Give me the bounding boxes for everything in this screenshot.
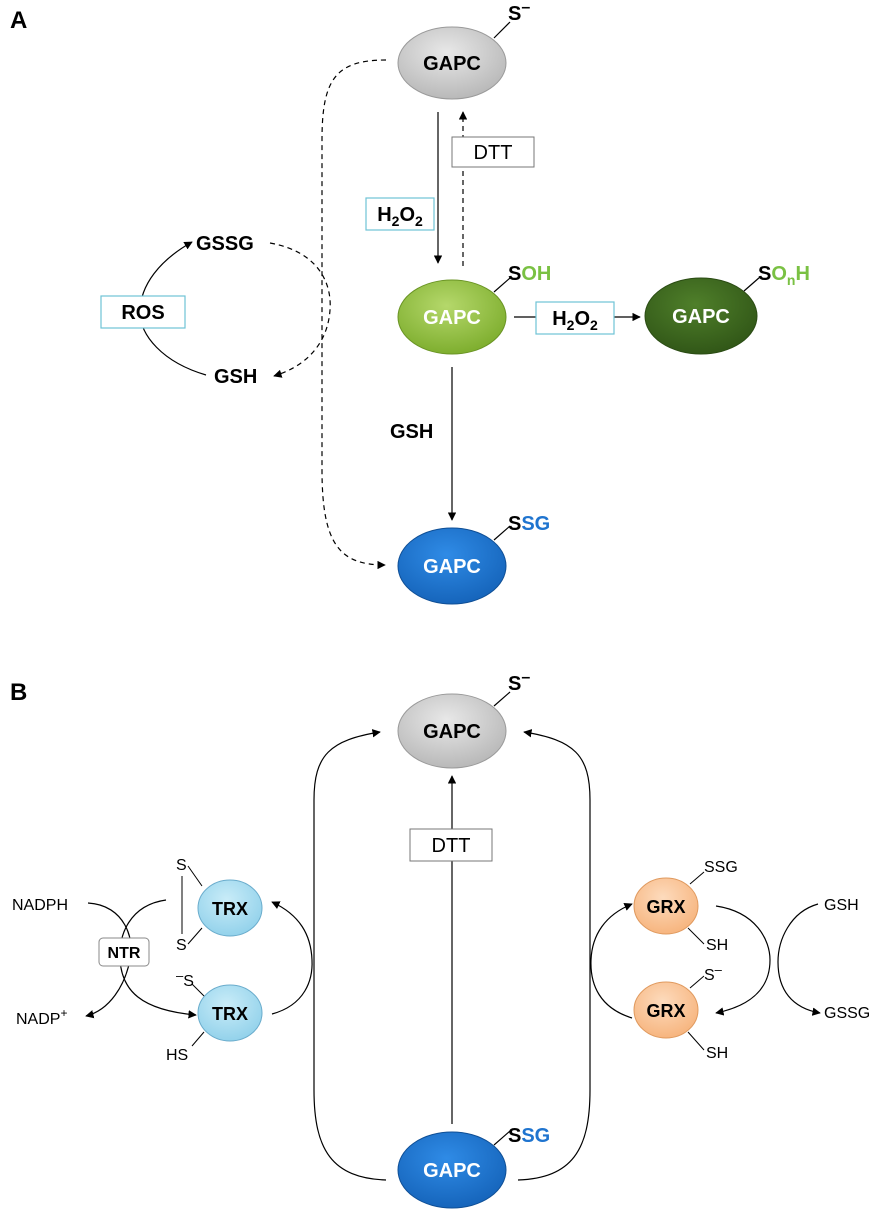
ntr-label: NTR bbox=[108, 945, 141, 962]
gapc-sulfenic bbox=[397, 279, 507, 355]
trx-red-hs: HS bbox=[166, 1047, 188, 1064]
grx-top-sh: SH bbox=[706, 937, 728, 954]
trx-label: TRX bbox=[212, 1004, 248, 1024]
panel-b-letter: B bbox=[10, 679, 27, 706]
h2o2-label: H2O2 bbox=[377, 204, 423, 229]
ssg-label: SSG bbox=[508, 513, 550, 535]
grx-bottom-sh: SH bbox=[706, 1045, 728, 1062]
gsh-label-b: GSH bbox=[824, 897, 859, 914]
grx-reduced bbox=[633, 981, 699, 1039]
trx-ox-s1: S bbox=[176, 857, 187, 874]
gsh-arrow-label: GSH bbox=[390, 421, 433, 443]
trx-red-thiolate: –S bbox=[176, 968, 194, 990]
sonh-label: SOnH bbox=[758, 263, 810, 288]
gapc-label: GAPC bbox=[672, 306, 730, 328]
ros-label: ROS bbox=[121, 302, 164, 324]
soh-label: SOH bbox=[508, 263, 551, 285]
gapc-sulfinic-sulfonic bbox=[644, 277, 758, 355]
nadph-label: NADPH bbox=[12, 897, 68, 914]
gssg-label-a: GSSG bbox=[196, 233, 254, 255]
trx-ox-s2: S bbox=[176, 937, 187, 954]
gapc-reduced-b bbox=[397, 693, 507, 769]
gsh-label-a: GSH bbox=[214, 366, 257, 388]
gapc-label: GAPC bbox=[423, 721, 481, 743]
gapc-label: GAPC bbox=[423, 1160, 481, 1182]
gssg-label-b: GSSG bbox=[824, 1005, 870, 1022]
trx-oxidized bbox=[197, 879, 263, 937]
trx-label: TRX bbox=[212, 899, 248, 919]
gapc-label: GAPC bbox=[423, 556, 481, 578]
grx-bottom-thiolate: S– bbox=[704, 962, 723, 984]
h2o2-label: H2O2 bbox=[552, 308, 598, 333]
grx-label: GRX bbox=[646, 1001, 685, 1021]
gapc-reduced-a bbox=[397, 26, 507, 100]
grx-glutathionylated bbox=[633, 877, 699, 935]
thiolate-label: S– bbox=[508, 0, 530, 25]
dtt-label-b: DTT bbox=[432, 835, 471, 857]
ssg-label: SSG bbox=[508, 1125, 550, 1147]
gapc-label: GAPC bbox=[423, 53, 481, 75]
thiolate-label: S– bbox=[508, 669, 530, 695]
trx-reduced bbox=[197, 984, 263, 1042]
panel-a-letter: A bbox=[10, 7, 27, 34]
grx-label: GRX bbox=[646, 897, 685, 917]
gapc-label: GAPC bbox=[423, 307, 481, 329]
grx-top-ssg: SSG bbox=[704, 859, 738, 876]
nadp-label: NADP+ bbox=[16, 1006, 67, 1028]
gapc-glutathionylated-b bbox=[397, 1131, 507, 1209]
dtt-label-a: DTT bbox=[474, 142, 513, 164]
gapc-glutathionylated-a bbox=[397, 527, 507, 605]
